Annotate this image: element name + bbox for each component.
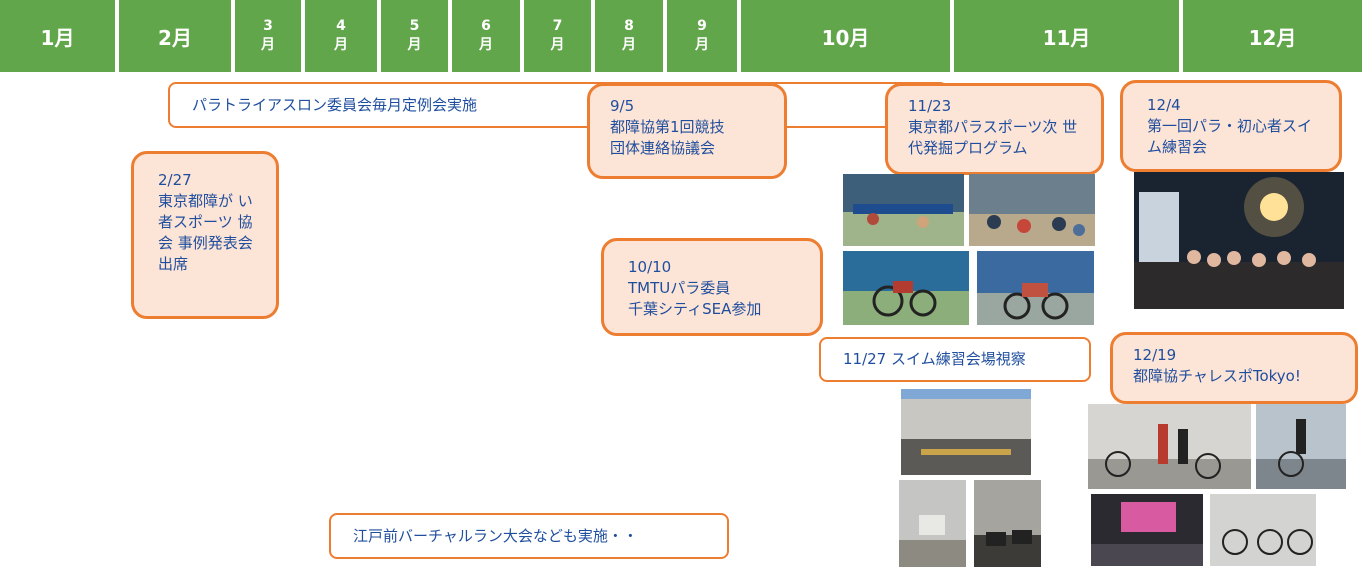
photo-nov-program-1: [843, 174, 964, 246]
month-sep-label: 9 月: [695, 18, 709, 53]
event-oct10-line1: TMTUパラ委員: [628, 279, 731, 297]
event-oct10: 10/10 TMTUパラ委員 千葉シティSEA参加: [601, 238, 823, 336]
lounge-interior-image: [974, 480, 1041, 567]
photo-dec19-3: [1091, 494, 1203, 566]
month-may-label: 5 月: [407, 18, 422, 53]
month-mar: 3 月: [235, 0, 301, 72]
event-sep5: 9/5 都障協第1回競技 団体連絡協議会: [587, 83, 787, 179]
month-jul-label: 7 月: [550, 18, 565, 53]
photo-dec4-swim: [1134, 172, 1344, 309]
month-aug: 8 月: [595, 0, 663, 72]
month-jun: 6 月: [452, 0, 520, 72]
event-feb27-date: 2/27: [158, 171, 192, 189]
month-feb: 2月: [119, 0, 231, 72]
triathlon-committee-bar: パラトライアスロン委員会毎月定例会実施: [168, 82, 948, 128]
month-sep: 9 月: [667, 0, 737, 72]
room-interior-image: [899, 480, 966, 567]
photo-nov27-venue: [901, 389, 1031, 475]
event-oct10-date: 10/10: [628, 258, 672, 276]
month-aug-label: 8 月: [622, 18, 636, 53]
photo-nov-program-3: [843, 251, 969, 325]
month-may: 5 月: [381, 0, 448, 72]
gym-floor-image: [843, 174, 964, 246]
photo-nov-program-4: [977, 251, 1094, 325]
month-jan: 1月: [0, 0, 115, 72]
event-feb27-text: 東京都障が い者スポーツ 協会 事例発表会 出席: [158, 192, 253, 273]
event-feb27: 2/27 東京都障が い者スポーツ 協会 事例発表会 出席: [131, 151, 279, 319]
event-dec19: 12/19 都障協チャレスポTokyo!: [1110, 332, 1358, 404]
month-apr: 4 月: [305, 0, 377, 72]
event-nov27: 11/27 スイム練習会場視察: [819, 337, 1091, 382]
night-group-image: [1134, 172, 1344, 309]
event-nov23: 11/23 東京都パラスポーツ次 世代発掘プログラム: [885, 83, 1104, 175]
event-dec4-date: 12/4: [1147, 96, 1181, 114]
event-dec19-date: 12/19: [1133, 346, 1177, 364]
photo-nov-program-2: [969, 174, 1095, 246]
event-sep5-text: 都障協第1回競技 団体連絡協議会: [610, 118, 725, 157]
month-mar-label: 3 月: [261, 18, 275, 53]
bike-event-image: [1088, 404, 1251, 489]
event-sep5-date: 9/5: [610, 97, 635, 115]
month-oct: 10月: [741, 0, 950, 72]
handbike-image: [977, 251, 1094, 325]
bike-rider-image: [1256, 404, 1346, 489]
event-dec4: 12/4 第一回パラ・初心者スイ ム練習会: [1120, 80, 1342, 172]
month-jul: 7 月: [524, 0, 591, 72]
event-dec19-text: 都障協チャレスポTokyo!: [1133, 367, 1301, 385]
photo-dec19-2: [1256, 404, 1346, 489]
triathlon-committee-text: パラトライアスロン委員会毎月定例会実施: [192, 95, 478, 114]
event-nov23-date: 11/23: [908, 97, 952, 115]
wheelchair-image: [843, 251, 969, 325]
edomae-virtual-run-bar: 江戸前バーチャルラン大会なども実施・・: [329, 513, 729, 559]
month-jun-label: 6 月: [479, 18, 493, 53]
photo-dec19-4: [1210, 494, 1316, 566]
gym-crowd-image: [969, 174, 1095, 246]
event-oct10-line2: 千葉シティSEA参加: [628, 300, 762, 318]
edomae-virtual-run-text: 江戸前バーチャルラン大会なども実施・・: [353, 526, 638, 545]
month-header: 1月 2月 3 月 4 月 5 月 6 月 7 月 8 月 9 月 10月 11…: [0, 0, 1362, 72]
event-nov23-text: 東京都パラスポーツ次 世代発掘プログラム: [908, 118, 1078, 157]
bikes-lineup-image: [1210, 494, 1316, 566]
photo-nov27-room-1: [899, 480, 966, 567]
stage-screen-image: [1091, 494, 1203, 566]
photo-dec19-1: [1088, 404, 1251, 489]
event-nov27-text: 11/27 スイム練習会場視察: [843, 350, 1026, 368]
building-exterior-image: [901, 389, 1031, 475]
month-nov: 11月: [954, 0, 1179, 72]
month-apr-label: 4 月: [334, 18, 348, 53]
event-dec4-text: 第一回パラ・初心者スイ ム練習会: [1147, 117, 1313, 156]
month-dec: 12月: [1183, 0, 1362, 72]
photo-nov27-room-2: [974, 480, 1041, 567]
